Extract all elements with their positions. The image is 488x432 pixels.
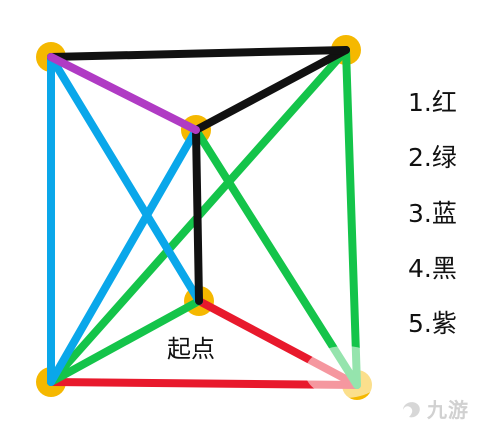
legend-item-1: 1.红 (408, 88, 457, 117)
stroke-4-top-right-to-top-left (47, 46, 350, 61)
jiuyou-logo-icon (403, 401, 420, 417)
stroke-2-bottom-left-to-center-bottom (47, 297, 203, 386)
edges-layer (47, 46, 361, 389)
legend-item-2: 2.绿 (408, 143, 457, 172)
stroke-2-bottom-right-to-center-top (192, 126, 361, 389)
stroke-2-top-right-to-bottom-right (342, 46, 361, 389)
stroke-3-center-top-to-bottom-left (47, 126, 200, 386)
stroke-3-top-left-to-center-bottom (47, 53, 203, 305)
stroke-1-bottom-right-to-bottom-left (47, 378, 361, 389)
start-point-label: 起点 (167, 335, 215, 363)
stroke-5-top-left-to-center-top (47, 53, 200, 134)
stroke-4-center-top-to-top-right (192, 46, 350, 134)
watermark-text: 九游 (427, 398, 469, 422)
watermark-glow (305, 346, 385, 398)
stroke-4-center-bottom-to-center-top (192, 126, 203, 305)
legend-item-4: 4.黑 (408, 254, 457, 283)
watermark: 九游 (398, 394, 469, 423)
legend-item-3: 3.蓝 (408, 199, 457, 228)
legend-item-5: 5.紫 (408, 309, 457, 338)
